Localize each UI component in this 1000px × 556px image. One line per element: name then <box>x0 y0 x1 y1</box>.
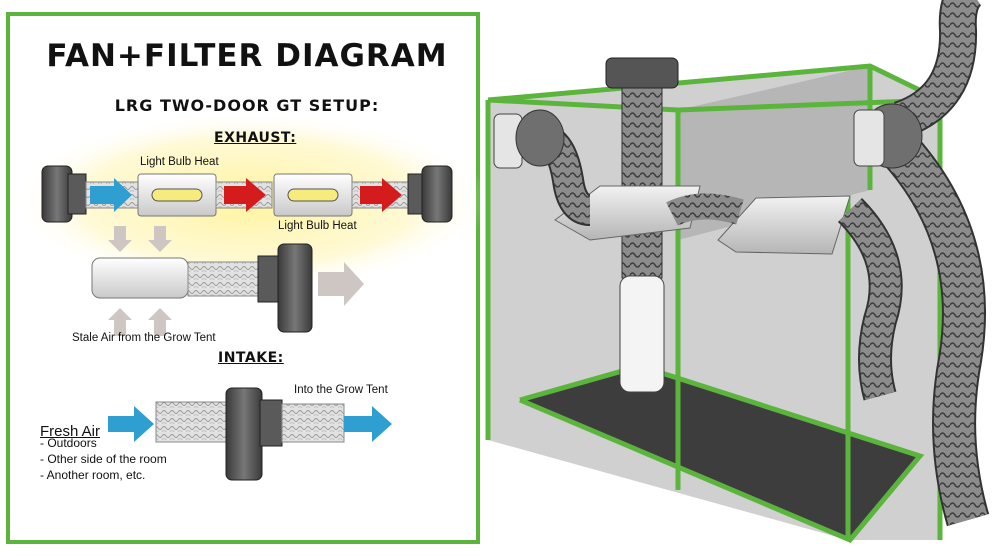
light-hood-1 <box>137 173 217 217</box>
exhaust-duct-down <box>884 136 988 526</box>
into-grow-tent-label: Into the Grow Tent <box>294 384 388 396</box>
gray-arrow-icon <box>318 262 364 306</box>
intake-heading: INTAKE: <box>218 350 284 366</box>
red-arrow-icon <box>224 178 266 212</box>
exhaust-heading: EXHAUST: <box>214 130 297 146</box>
diagram-title: FAN+FILTER DIAGRAM <box>46 38 448 74</box>
diagram-subtitle: LRG TWO-DOOR GT SETUP: <box>114 96 380 115</box>
left-inline-fan <box>493 109 565 169</box>
exhaust-row <box>41 165 453 223</box>
fresh-air-label: Fresh Air <box>40 423 101 440</box>
diagram-graphics <box>10 111 484 481</box>
duct-segment <box>187 261 259 297</box>
stale-air-arrows-up <box>108 308 172 336</box>
carbon-filter-row <box>91 243 364 333</box>
vertical-duct <box>621 77 663 279</box>
fan-filter-diagram-panel: FAN+FILTER DIAGRAM LRG TWO-DOOR GT SETUP… <box>6 12 484 544</box>
filter-inline-fan <box>257 243 313 333</box>
light-hood-2 <box>273 173 353 217</box>
hood-connector-duct <box>666 193 744 226</box>
fresh-air-source: - Outdoors <box>40 436 97 450</box>
intake-inline-fan <box>225 387 283 481</box>
fresh-air-source: - Another room, etc. <box>40 468 146 482</box>
duct-segment <box>155 401 231 443</box>
intake-row <box>108 387 392 481</box>
exhaust-inline-fan-right <box>407 165 453 223</box>
fresh-air-source: - Other side of the room <box>40 452 167 466</box>
exhaust-duct-top <box>894 0 982 137</box>
red-arrow-icon <box>360 178 402 212</box>
intake-duct <box>839 199 901 401</box>
stale-air-label: Stale Air from the Grow Tent <box>72 332 216 344</box>
duct-segment <box>281 403 345 443</box>
blue-arrow-icon <box>344 406 392 442</box>
blue-arrow-icon <box>108 406 154 442</box>
right-inline-fan <box>853 103 923 169</box>
stale-air-arrows-down <box>108 226 172 252</box>
light-bulb-heat-label-1: Light Bulb Heat <box>140 156 219 168</box>
light-bulb-heat-label-2: Light Bulb Heat <box>278 220 357 232</box>
carbon-filter <box>619 275 665 393</box>
top-inline-fan <box>605 57 679 89</box>
blue-arrow-icon <box>90 178 132 212</box>
